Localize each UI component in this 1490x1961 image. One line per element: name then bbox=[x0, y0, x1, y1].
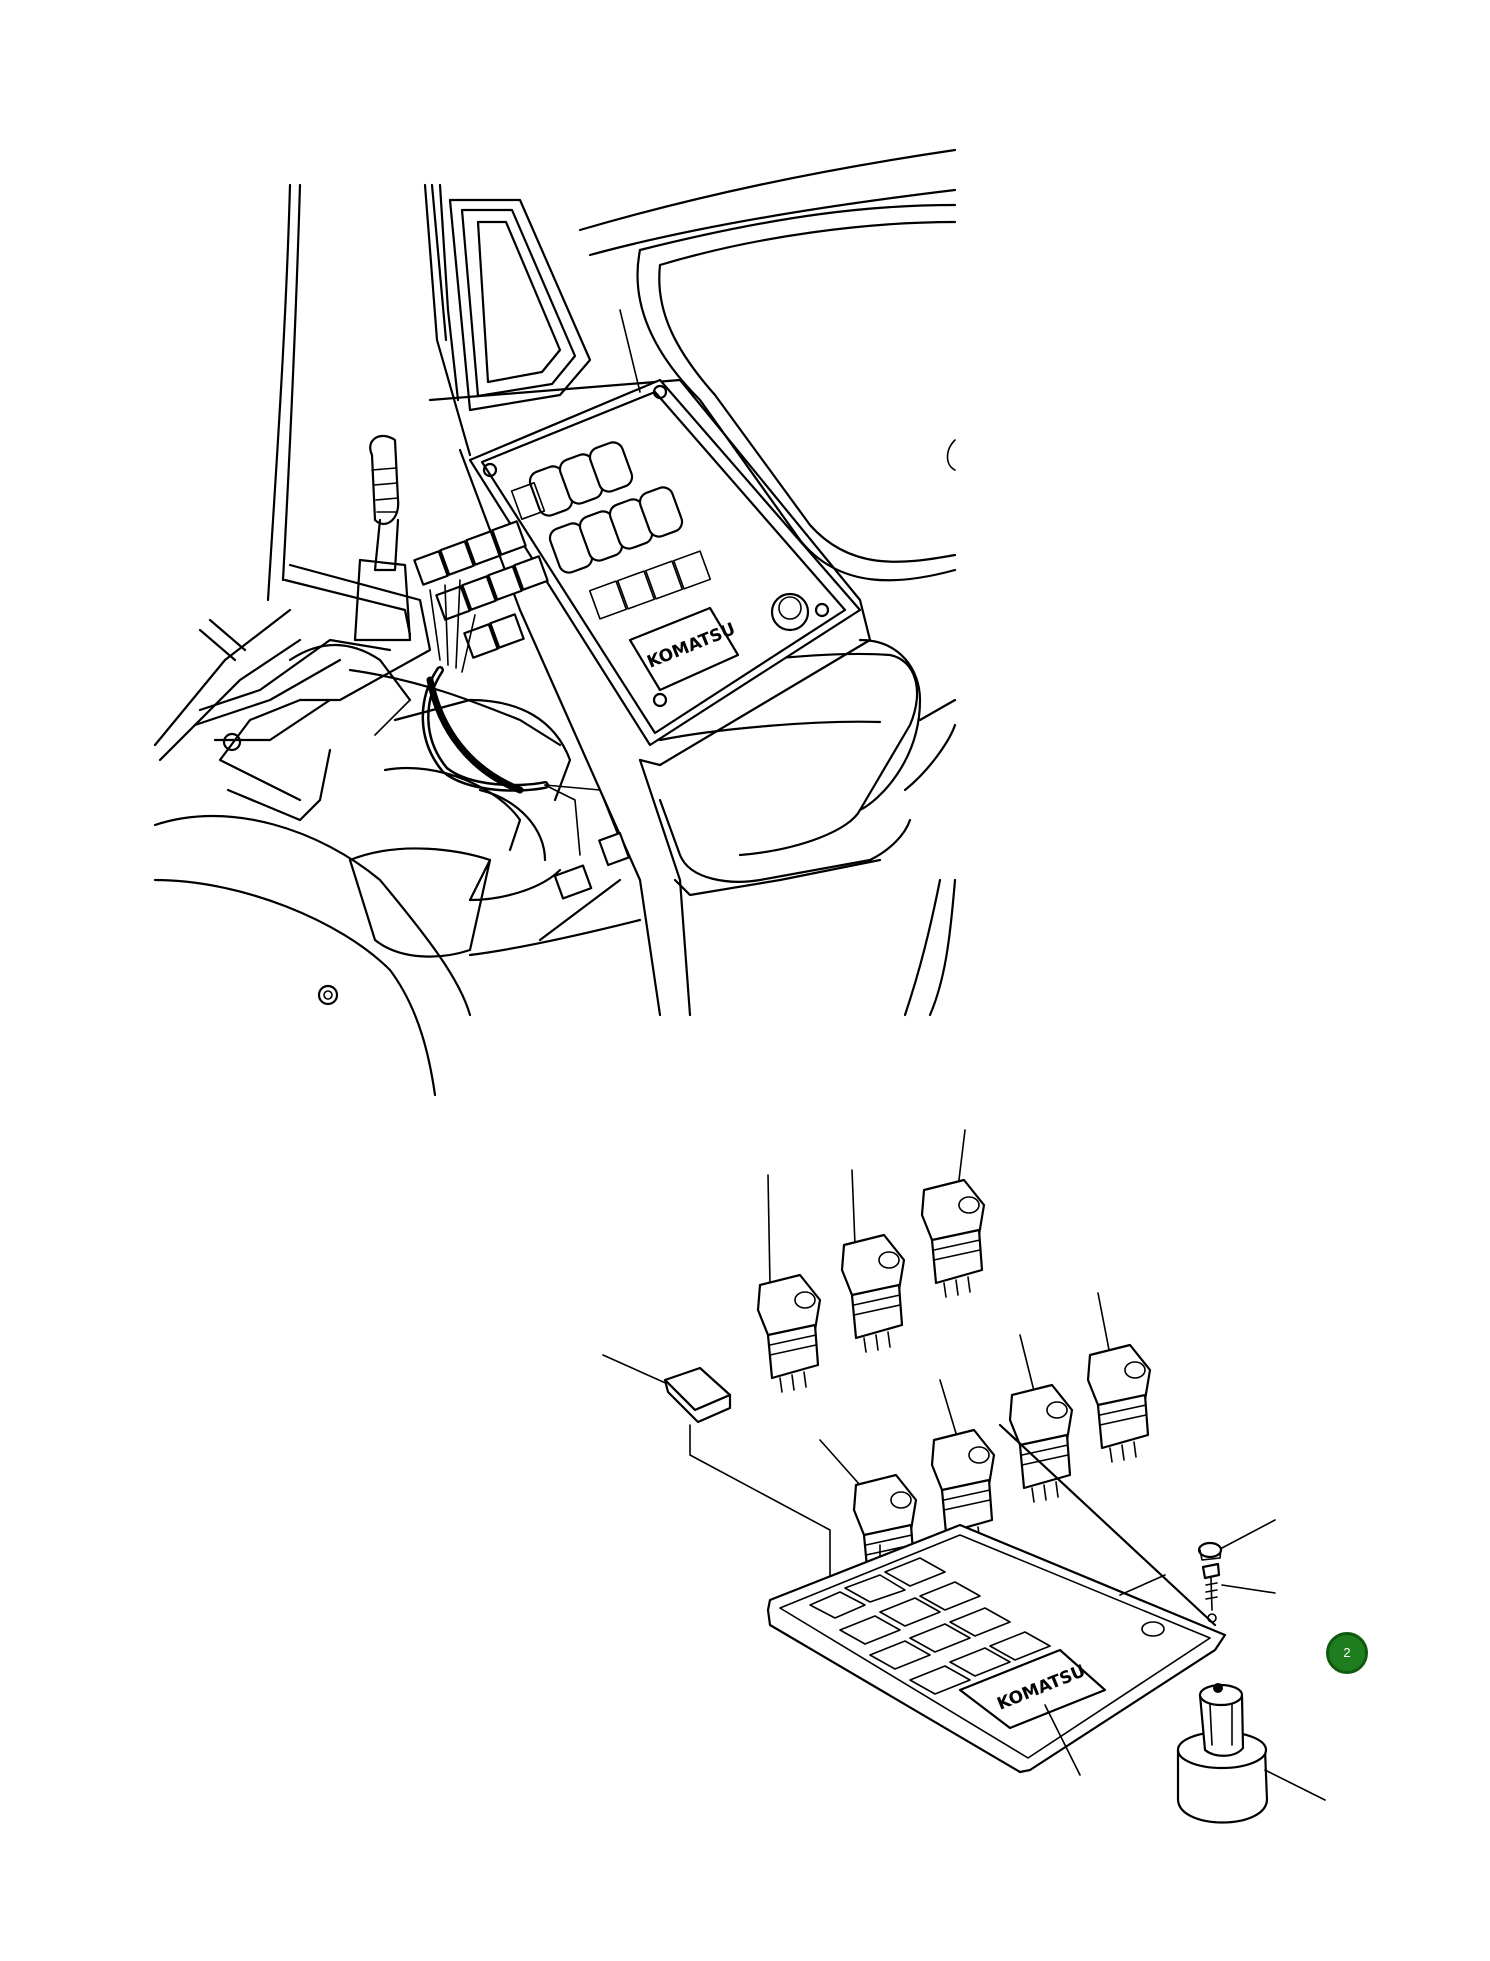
rocker-switch-2 bbox=[840, 1233, 906, 1353]
exploded-switch-panel: KOMATSU bbox=[602, 1129, 1326, 1824]
rocker-switch-4 bbox=[1086, 1343, 1152, 1463]
wiring-harness bbox=[421, 666, 630, 900]
relay-cluster bbox=[413, 520, 549, 673]
rocker-switch-1 bbox=[756, 1273, 822, 1393]
panel-switches-installed bbox=[510, 441, 712, 620]
rotary-knob bbox=[1176, 1683, 1326, 1824]
page-callout-badge[interactable]: 2 bbox=[1326, 1632, 1368, 1674]
console-base bbox=[348, 668, 642, 958]
rocker-switch-5 bbox=[1008, 1383, 1074, 1503]
base-plate bbox=[766, 1423, 1227, 1774]
screw-and-cap bbox=[1197, 1519, 1276, 1611]
blank-cap bbox=[602, 1354, 881, 1631]
logo-plate-exploded: KOMATSU bbox=[958, 1648, 1107, 1776]
console-installed-view: KOMATSU bbox=[153, 148, 957, 1097]
rocker-switch-3 bbox=[920, 1178, 986, 1298]
left-bracket bbox=[153, 563, 432, 822]
joystick-lever bbox=[288, 434, 412, 702]
knob-installed bbox=[770, 592, 810, 632]
rocker-switch-6 bbox=[930, 1428, 996, 1548]
